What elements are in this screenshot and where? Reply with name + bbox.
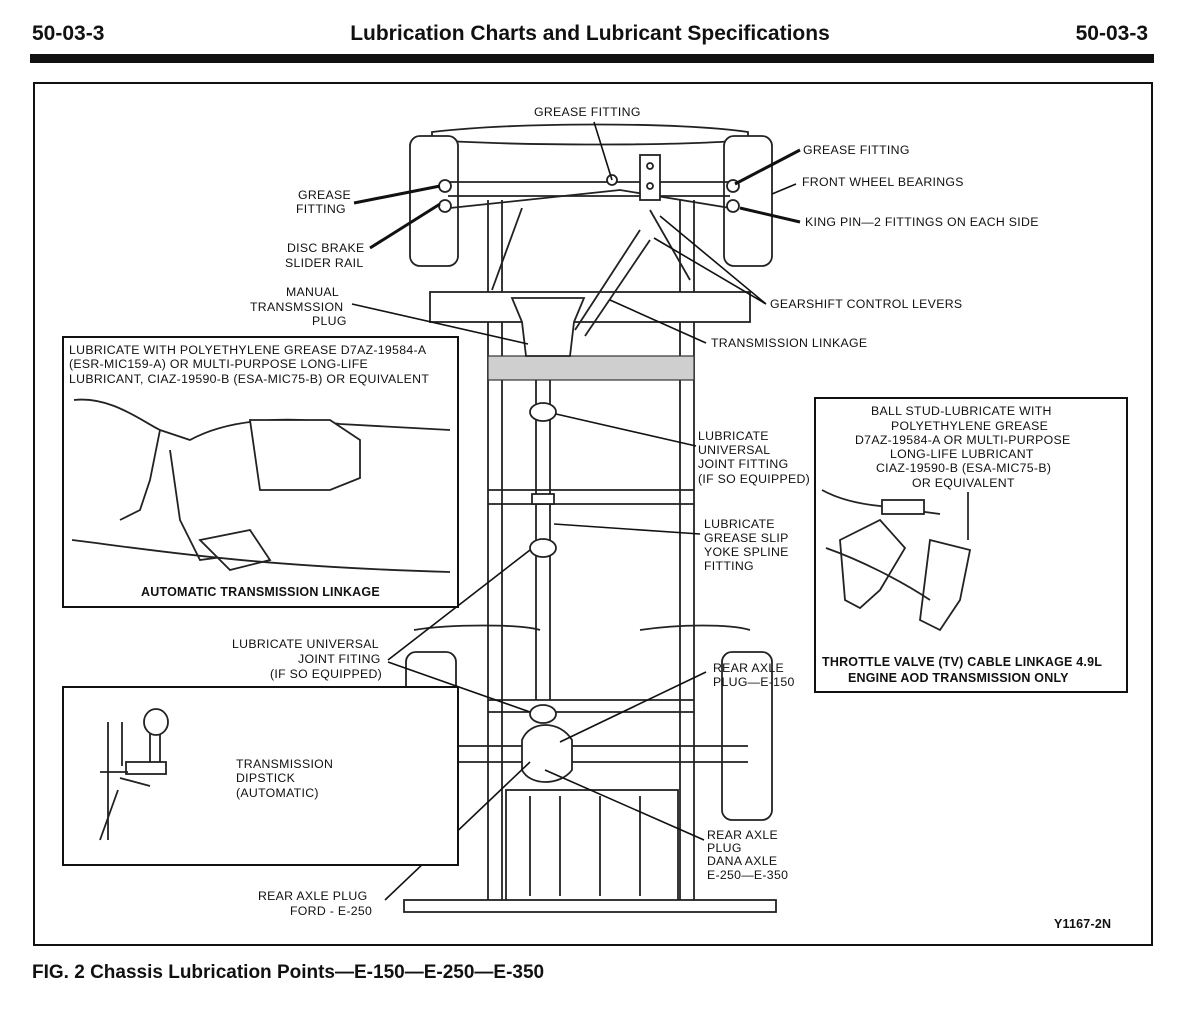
tv-box-line-3: D7AZ-19584-A OR MULTI-PURPOSE xyxy=(855,433,1071,447)
label-slip-1: LUBRICATE xyxy=(704,517,775,531)
label-lub-uj-3: JOINT FITTING xyxy=(698,457,788,471)
label-manual-trans-3: PLUG xyxy=(312,314,347,328)
label-slip-2: GREASE SLIP xyxy=(704,531,789,545)
label-gearshift: GEARSHIFT CONTROL LEVERS xyxy=(770,297,962,311)
tv-box-line-4: LONG-LIFE LUBRICANT xyxy=(890,447,1034,461)
label-ford-2: FORD - E-250 xyxy=(290,904,372,918)
dipstick-inset: TRANSMISSION DIPSTICK (AUTOMATIC) xyxy=(62,686,459,866)
label-grease-fitting-left-1: GREASE xyxy=(298,188,351,202)
label-uj2-2: JOINT FITING xyxy=(298,652,381,666)
auto-box-line-2: (ESR-MIC159-A) OR MULTI-PURPOSE LONG-LIF… xyxy=(69,357,368,371)
auto-box-line-1: LUBRICATE WITH POLYETHYLENE GREASE D7AZ-… xyxy=(69,343,427,357)
label-dana-1: REAR AXLE xyxy=(707,828,778,842)
label-dipstick-2: DIPSTICK xyxy=(236,771,296,785)
label-dana-4: E-250—E-350 xyxy=(707,868,788,882)
label-disc-brake-1: DISC BRAKE xyxy=(287,241,364,255)
label-uj2-1: LUBRICATE UNIVERSAL xyxy=(232,637,379,651)
label-lub-uj-4: (IF SO EQUIPPED) xyxy=(698,472,810,486)
label-rear-axle-150-1: REAR AXLE xyxy=(713,661,784,675)
label-dana-3: DANA AXLE xyxy=(707,854,777,868)
tv-box-line-5: CIAZ-19590-B (ESA-MIC75-B) xyxy=(876,461,1051,475)
label-disc-brake-2: SLIDER RAIL xyxy=(285,256,363,270)
page-number-right: 50-03-3 xyxy=(1075,22,1148,45)
tv-box-title-1: THROTTLE VALVE (TV) CABLE LINKAGE 4.9L xyxy=(822,655,1102,669)
label-lub-uj-1: LUBRICATE xyxy=(698,429,769,443)
tv-box-line-1: BALL STUD-LUBRICATE WITH xyxy=(871,404,1052,418)
page-title: Lubrication Charts and Lubricant Specifi… xyxy=(350,22,830,45)
label-dana-2: PLUG xyxy=(707,841,742,855)
page-number-left: 50-03-3 xyxy=(32,22,105,45)
label-grease-fitting-left-2: FITTING xyxy=(296,202,346,216)
label-uj2-3: (IF SO EQUIPPED) xyxy=(270,667,382,681)
throttle-valve-inset: BALL STUD-LUBRICATE WITH POLYETHYLENE GR… xyxy=(814,397,1128,693)
figure-frame xyxy=(33,82,1153,946)
label-king-pin: KING PIN—2 FITTINGS ON EACH SIDE xyxy=(805,215,1039,229)
tv-box-line-2: POLYETHYLENE GREASE xyxy=(891,419,1048,433)
label-dipstick-1: TRANSMISSION xyxy=(236,757,333,771)
tv-box-line-6: OR EQUIVALENT xyxy=(912,476,1015,490)
auto-box-title: AUTOMATIC TRANSMISSION LINKAGE xyxy=(141,585,380,599)
figure-code: Y1167-2N xyxy=(1054,917,1111,931)
tv-box-title-2: ENGINE AOD TRANSMISSION ONLY xyxy=(848,671,1069,685)
label-manual-trans-2: TRANSMSSION xyxy=(250,300,344,314)
label-ford-1: REAR AXLE PLUG xyxy=(258,889,367,903)
label-grease-fitting-top: GREASE FITTING xyxy=(534,105,641,119)
label-lub-uj-2: UNIVERSAL xyxy=(698,443,770,457)
label-slip-3: YOKE SPLINE xyxy=(704,545,789,559)
label-grease-fitting-right: GREASE FITTING xyxy=(803,143,910,157)
chassis-drawing xyxy=(403,123,777,913)
auto-transmission-inset: LUBRICATE WITH POLYETHYLENE GREASE D7AZ-… xyxy=(62,336,459,608)
leader-lines xyxy=(147,121,801,901)
callout-labels: GREASE FITTING GREASE FITTING FRONT WHEE… xyxy=(232,105,1111,931)
label-transmission-linkage: TRANSMISSION LINKAGE xyxy=(711,336,867,350)
label-slip-4: FITTING xyxy=(704,559,754,573)
label-dipstick-3: (AUTOMATIC) xyxy=(236,786,319,800)
figure-caption: FIG. 2 Chassis Lubrication Points—E-150—… xyxy=(32,962,545,983)
label-front-wheel-bearings: FRONT WHEEL BEARINGS xyxy=(802,175,964,189)
label-rear-axle-150-2: PLUG—E-150 xyxy=(713,675,795,689)
header-rule xyxy=(30,54,1154,63)
label-manual-trans-1: MANUAL xyxy=(286,285,339,299)
auto-box-line-3: LUBRICANT, CIAZ-19590-B (ESA-MIC75-B) OR… xyxy=(69,372,429,386)
